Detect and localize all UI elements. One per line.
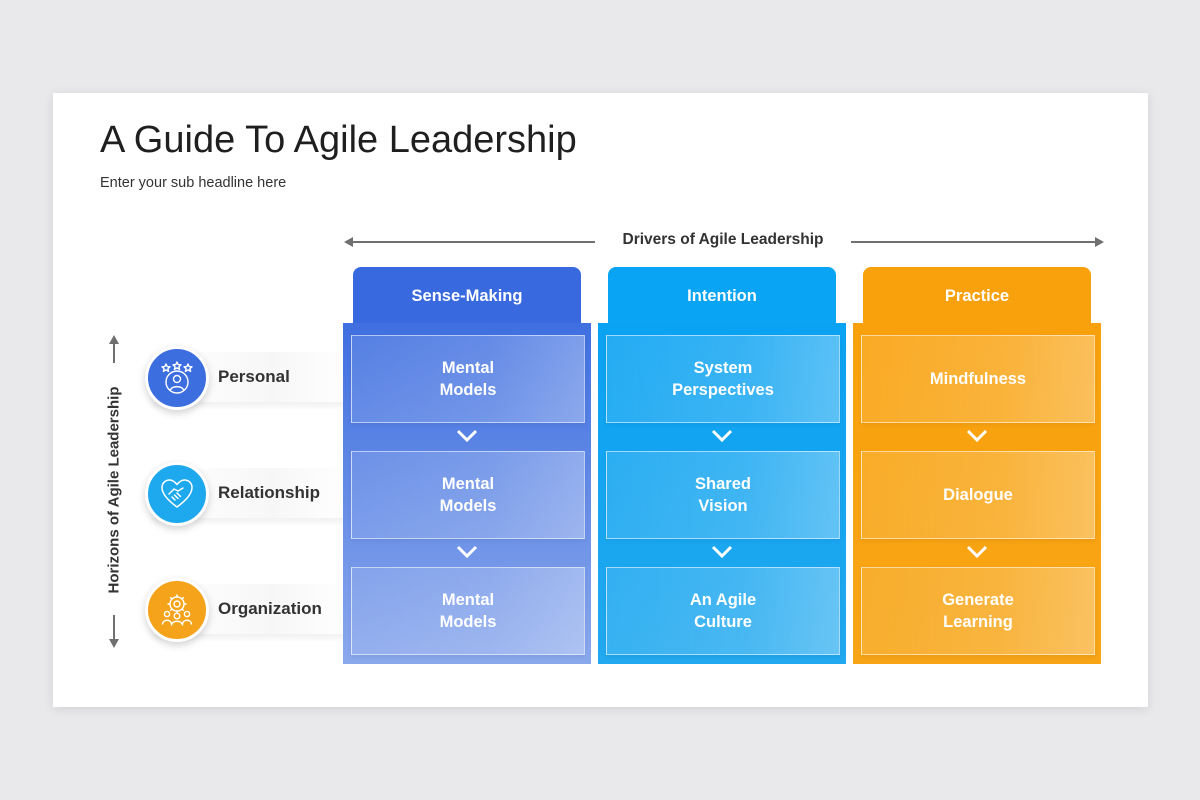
cell-line: An Agile xyxy=(689,591,757,609)
cell-line: Models xyxy=(439,613,497,631)
cell-line: Mental xyxy=(441,591,495,609)
chevron-down-icon xyxy=(456,545,478,559)
column-header-label: Intention xyxy=(687,286,757,305)
cell-line: System xyxy=(693,359,753,377)
cell-line: Perspectives xyxy=(672,381,774,399)
cell-line: Generate xyxy=(942,591,1014,609)
cell-line: Models xyxy=(439,497,497,515)
chevron-down-icon xyxy=(966,545,988,559)
cell-line: Culture xyxy=(694,613,752,631)
horizons-label: Horizons of Agile Leadership xyxy=(105,386,123,594)
cell-line: Vision xyxy=(698,497,748,515)
row-relationship-circle xyxy=(145,462,209,526)
drivers-label: Drivers of Agile Leadership xyxy=(622,231,824,248)
column-header-intention: Intention xyxy=(608,267,836,325)
horizons-arrow-line-bottom xyxy=(113,615,115,641)
column-header-label: Sense-Making xyxy=(411,286,523,305)
cell-line: Models xyxy=(439,381,497,399)
chevron-down-icon xyxy=(966,429,988,443)
team-gear-icon xyxy=(161,594,193,626)
row-organization-circle xyxy=(145,578,209,642)
cell-line: Shared xyxy=(695,475,751,493)
cell-practice-personal: Mindfulness xyxy=(861,335,1095,423)
arrow-down-icon xyxy=(109,639,119,648)
cell-line: Dialogue xyxy=(943,486,1013,504)
arrow-right-icon xyxy=(1095,237,1104,247)
page-subtitle: Enter your sub headline here xyxy=(100,175,287,191)
user-stars-icon xyxy=(161,361,193,394)
chevron-down-icon xyxy=(456,429,478,443)
chevron-down-icon xyxy=(711,545,733,559)
chevron-down-icon xyxy=(711,429,733,443)
column-header-practice: Practice xyxy=(863,267,1091,325)
cell-line: Mental xyxy=(441,359,495,377)
row-label-relationship: Relationship xyxy=(218,483,321,502)
slide: A Guide To Agile Leadership Enter your s… xyxy=(53,93,1148,707)
arrow-left-icon xyxy=(344,237,353,247)
cell-line: Mindfulness xyxy=(929,370,1027,388)
row-personal-circle xyxy=(145,346,209,410)
cell-line: Learning xyxy=(943,613,1013,631)
column-header-sense-making: Sense-Making xyxy=(353,267,581,325)
page-title: A Guide To Agile Leadership xyxy=(100,119,577,161)
column-header-label: Practice xyxy=(944,286,1010,305)
cell-line: Mental xyxy=(441,475,495,493)
drivers-arrow-line-right xyxy=(851,241,1097,243)
handshake-heart-icon xyxy=(161,479,193,508)
row-label-organization: Organization xyxy=(218,599,322,618)
drivers-arrow-line-left xyxy=(350,241,595,243)
row-label-personal: Personal xyxy=(218,367,290,386)
cell-practice-relationship: Dialogue xyxy=(861,451,1095,539)
horizons-arrow-line-top xyxy=(113,341,115,363)
arrow-up-icon xyxy=(109,335,119,344)
